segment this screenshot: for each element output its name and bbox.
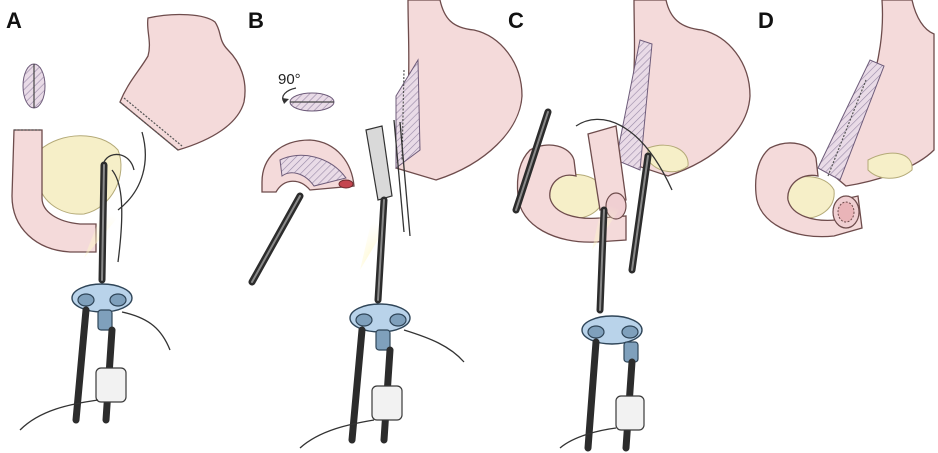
instrument-handle-c [616,396,644,430]
linear-stapler-b [366,126,392,200]
panel-label-b: B [248,8,264,33]
panel-label-d: D [758,8,774,33]
panel-label-c: C [508,8,524,33]
instrument-handle-b [372,386,402,420]
instrument-handle-a [96,368,126,402]
panel-b: B 90° [248,0,522,448]
omental-fat [38,136,121,214]
panel-c: C [508,0,750,448]
rotation-angle-label: 90° [278,71,301,88]
stomach-remnant [120,15,245,150]
panel-a: A [6,8,245,430]
panel-label-a: A [6,8,22,33]
panel-d: D [756,0,934,237]
